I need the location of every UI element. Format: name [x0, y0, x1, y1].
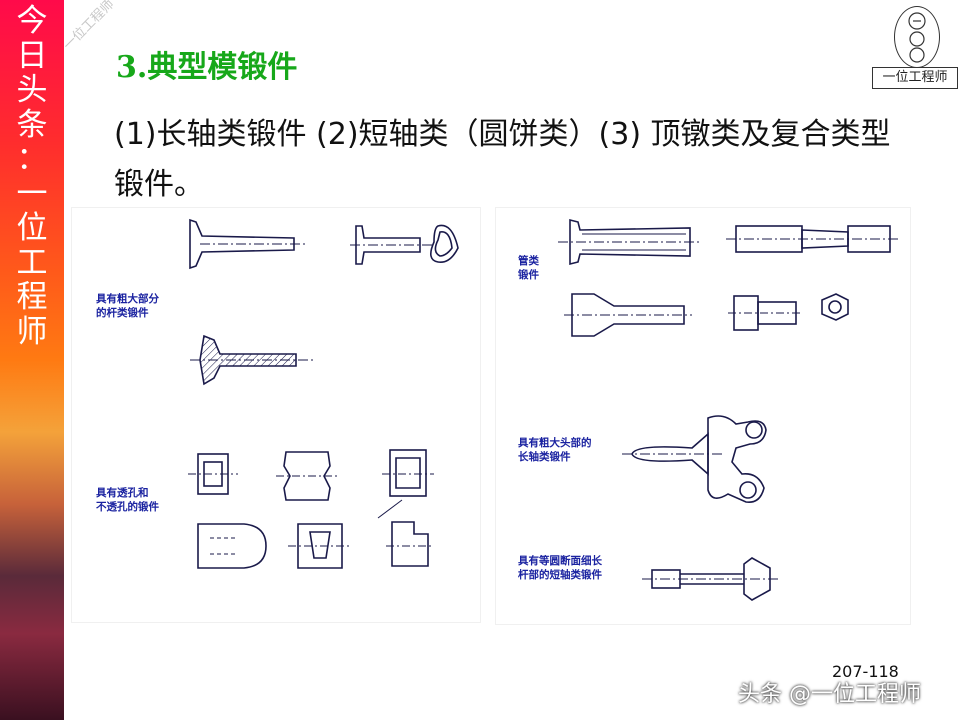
caption-hole-forging: 具有透孔和 不透孔的锻件: [96, 486, 159, 514]
sidebar-char: 条: [16, 106, 48, 143]
sidebar-char: 师: [16, 313, 48, 350]
sidebar-char: 一: [16, 175, 48, 212]
tube-forging-3-icon: [564, 293, 692, 337]
hole-forging-5-icon: [288, 523, 352, 569]
caption-tube-forging: 管类 锻件: [518, 254, 539, 282]
tube-forging-1-icon: [558, 218, 702, 266]
rod-with-loop-icon: [350, 224, 459, 265]
caption-line: 具有粗大头部的: [518, 437, 592, 449]
valve-forging-icon: [189, 218, 308, 270]
right-forging-drawings: [558, 218, 900, 601]
slide-subtitle: (1)长轴类锻件 (2)短轴类（圆饼类）(3) 顶镦类及复合类型锻件。: [114, 117, 891, 202]
sidebar-text: 今 日 头 条 ： 一 位 工 程 师: [0, 4, 64, 349]
caption-line: 管类: [518, 255, 539, 267]
caption-line: 长轴类锻件: [518, 451, 571, 463]
caption-line: 的杆类锻件: [96, 307, 149, 319]
left-figure-panel: 具有粗大部分 的杆类锻件 具有透孔和 不透孔的锻件: [72, 208, 480, 622]
caption-line: 锻件: [518, 269, 539, 281]
caption-short-shaft-forging: 具有等圆断面细长 杆部的短轴类锻件: [518, 554, 602, 582]
sidebar-char: 工: [16, 244, 48, 281]
tube-forging-2-icon: [726, 225, 900, 253]
steering-knuckle-icon: [622, 415, 767, 504]
hole-forging-4-icon: [197, 523, 267, 569]
caption-line: 不透孔的锻件: [96, 501, 159, 513]
caption-big-head-forging: 具有粗大头部的 长轴类锻件: [518, 436, 592, 464]
right-figure-panel: 管类 锻件 具有粗大头部的 长轴类锻件 具有等圆断面细长 杆部的短轴类锻件: [496, 208, 910, 624]
sidebar-char: 程: [16, 279, 48, 315]
watermark: 一位工程师: [60, 0, 118, 54]
hole-forging-2-icon: [276, 451, 340, 501]
hole-forging-3-icon: [377, 449, 434, 519]
caption-line: 具有透孔和: [96, 487, 149, 499]
sidebar-char: ：: [16, 141, 48, 177]
left-forging-drawings: [188, 218, 459, 569]
sidebar-char: 今: [16, 3, 48, 39]
caption-line: 杆部的短轴类锻件: [518, 569, 602, 581]
sidebar-banner: 今 日 头 条 ： 一 位 工 程 师: [0, 0, 64, 720]
t-forging-icon: [190, 334, 316, 386]
caption-line: 具有粗大部分: [96, 293, 159, 305]
sidebar-char: 日: [16, 37, 48, 74]
footer-watermark: 头条 @一位工程师: [738, 682, 921, 707]
sidebar-char: 位: [16, 210, 48, 246]
caption-line: 具有等圆断面细长: [518, 555, 602, 567]
caption-rod-forging: 具有粗大部分 的杆类锻件: [96, 292, 159, 320]
logo-label: 一位工程师: [872, 67, 958, 89]
logo-seal-icon: [894, 6, 940, 68]
tube-forging-4-icon: [728, 293, 849, 331]
logo: 一位工程师: [872, 2, 958, 90]
long-rod-forging-icon: [642, 557, 778, 601]
sidebar-char: 头: [16, 72, 48, 108]
hole-forging-1-icon: [188, 453, 238, 495]
slide-title: 3.典型模锻件: [116, 50, 298, 85]
page-number: 207-118: [832, 662, 899, 681]
hole-forging-6-icon: [386, 521, 434, 567]
